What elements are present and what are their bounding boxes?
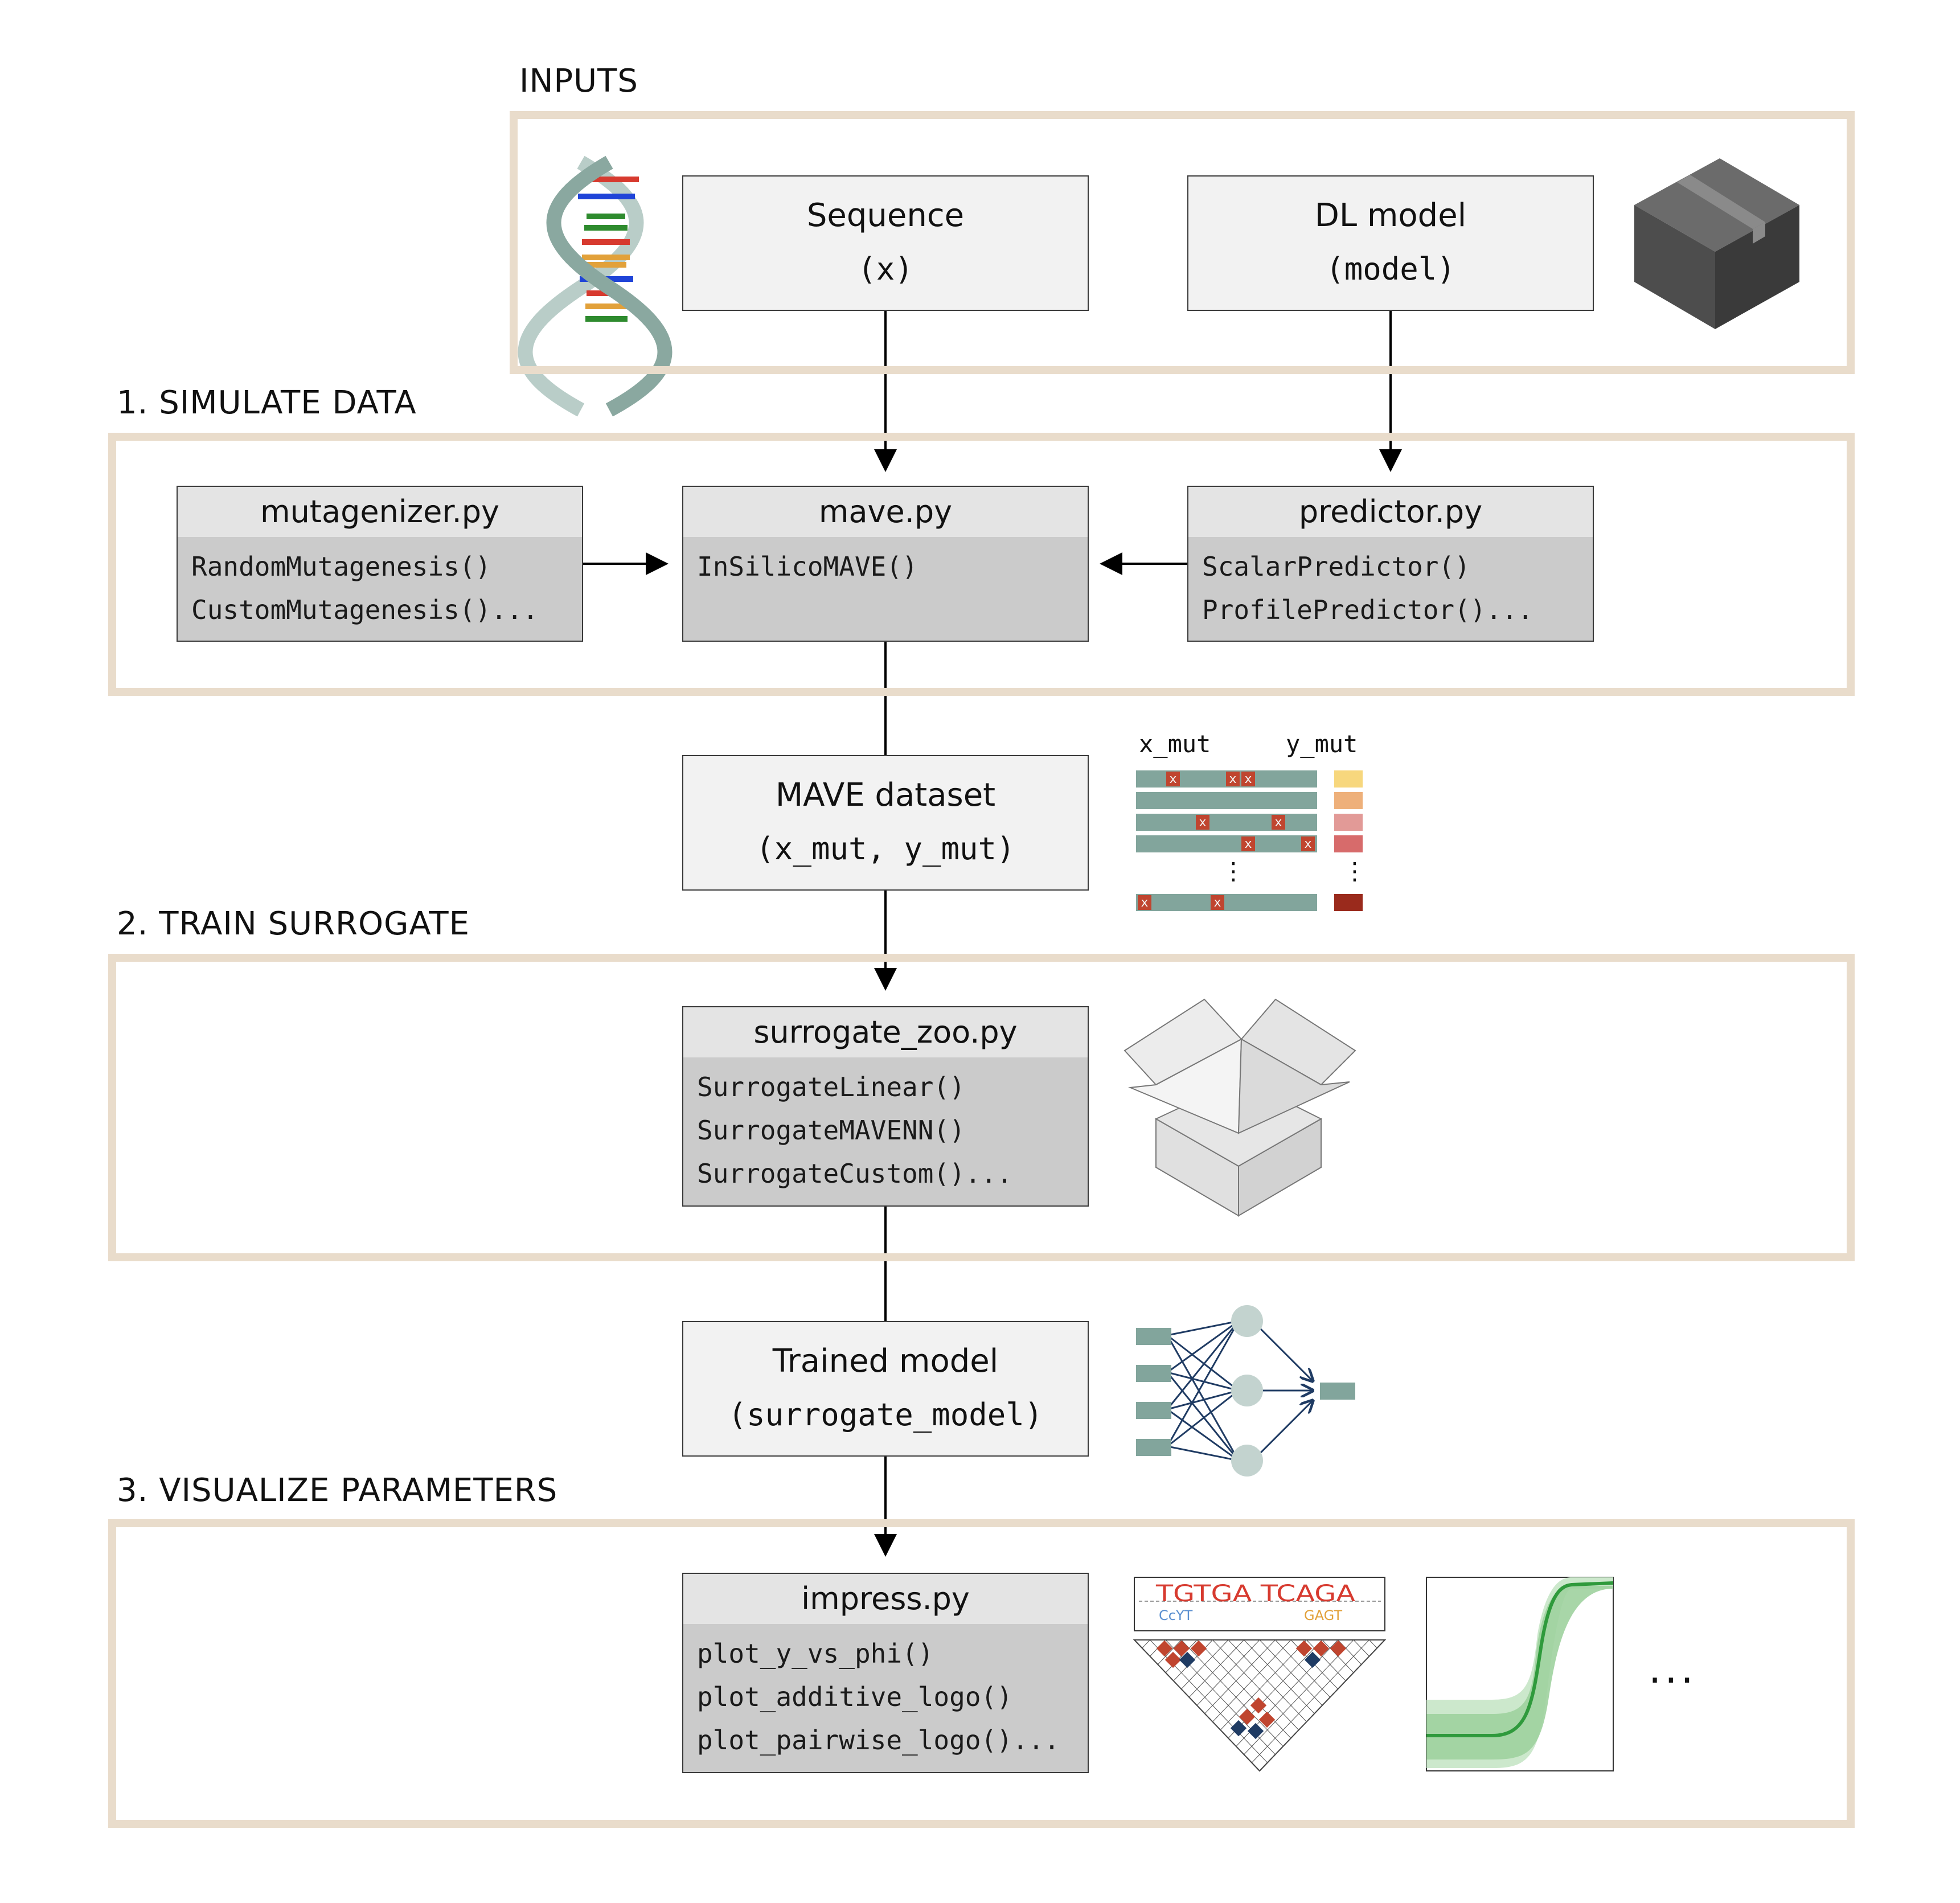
svg-text:CcYT: CcYT xyxy=(1159,1607,1193,1623)
svg-text:x: x xyxy=(1199,815,1206,830)
svg-text:GAGT: GAGT xyxy=(1304,1607,1342,1623)
surrogate-zoo-module[interactable]: surrogate_zoo.py SurrogateLinear() Surro… xyxy=(682,1006,1089,1207)
svg-text:x: x xyxy=(1304,837,1311,851)
trained-model-node[interactable]: Trained model (surrogate_model) xyxy=(682,1321,1089,1457)
section-label-visualize: 3. VISUALIZE PARAMETERS xyxy=(117,1472,558,1509)
svg-text:x: x xyxy=(1213,896,1221,910)
trained-model-code: (surrogate_model) xyxy=(728,1397,1043,1433)
dl-model-title: DL model xyxy=(1314,197,1467,234)
section-label-inputs: INPUTS xyxy=(519,63,638,100)
logo-letters: TGTGA TCAGA xyxy=(1155,1581,1356,1607)
mutagenizer-fn: CustomMutagenesis()... xyxy=(191,594,539,625)
predictor-fn: ScalarPredictor() xyxy=(1202,551,1470,582)
surrogate-zoo-name: surrogate_zoo.py xyxy=(683,1007,1088,1057)
svg-text:x: x xyxy=(1229,772,1236,786)
dl-model-code: (model) xyxy=(1326,251,1455,287)
y-mut-ellipsis: ⋮ xyxy=(1343,857,1367,885)
sequence-title: Sequence xyxy=(806,197,965,234)
impress-fn: plot_pairwise_logo()... xyxy=(697,1725,1060,1756)
predictor-name: predictor.py xyxy=(1188,487,1593,537)
open-box-icon xyxy=(1123,998,1356,1217)
predictor-module[interactable]: predictor.py ScalarPredictor() ProfilePr… xyxy=(1187,486,1594,642)
mutagenizer-fn: RandomMutagenesis() xyxy=(191,551,491,582)
x-mut-label: x_mut xyxy=(1139,730,1211,758)
y-mut-label: y_mut xyxy=(1286,730,1358,758)
impress-module[interactable]: impress.py plot_y_vs_phi() plot_additive… xyxy=(682,1573,1089,1773)
more-ellipsis: ... xyxy=(1649,1646,1697,1692)
surrogate-fn: SurrogateLinear() xyxy=(697,1072,965,1102)
section-label-simulate: 1. SIMULATE DATA xyxy=(117,384,417,421)
neural-network-icon xyxy=(1136,1305,1355,1477)
x-mut-ellipsis: ⋮ xyxy=(1221,857,1245,885)
dark-box-icon xyxy=(1634,158,1799,329)
svg-text:x: x xyxy=(1244,772,1252,786)
svg-text:x: x xyxy=(1169,772,1176,786)
mave-module[interactable]: mave.py InSilicoMAVE() xyxy=(682,486,1089,642)
mave-fn: InSilicoMAVE() xyxy=(697,551,918,582)
impress-fn: plot_additive_logo() xyxy=(697,1681,1012,1712)
connectors xyxy=(582,310,1402,1557)
svg-text:x: x xyxy=(1244,837,1252,851)
mave-dataset-node[interactable]: MAVE dataset (x_mut, y_mut) xyxy=(682,755,1089,891)
mave-name: mave.py xyxy=(683,487,1088,537)
mutagenizer-name: mutagenizer.py xyxy=(178,487,582,537)
surrogate-fn: SurrogateMAVENN() xyxy=(697,1115,965,1146)
pairwise-logo-icon: TGTGA TCAGA CcYT GAGT xyxy=(1133,1577,1387,1772)
inputs-frame xyxy=(510,111,1855,374)
impress-name: impress.py xyxy=(683,1574,1088,1624)
sigmoid-plot-icon xyxy=(1426,1577,1614,1771)
sequence-code: (x) xyxy=(858,251,913,287)
simulate-frame xyxy=(108,433,1855,696)
impress-fn: plot_y_vs_phi() xyxy=(697,1638,934,1669)
sequence-node[interactable]: Sequence (x) xyxy=(682,175,1089,311)
mave-dataset-title: MAVE dataset xyxy=(775,777,996,814)
mave-dataset-code: (x_mut, y_mut) xyxy=(756,831,1015,867)
svg-text:x: x xyxy=(1274,815,1282,830)
dl-model-node[interactable]: DL model (model) xyxy=(1187,175,1594,311)
predictor-fn: ProfilePredictor()... xyxy=(1202,594,1533,625)
mutagenizer-module[interactable]: mutagenizer.py RandomMutagenesis() Custo… xyxy=(177,486,583,642)
visualize-frame xyxy=(108,1519,1855,1828)
section-label-train: 2. TRAIN SURROGATE xyxy=(117,905,470,942)
train-frame xyxy=(108,954,1855,1261)
svg-text:x: x xyxy=(1141,896,1148,910)
trained-model-title: Trained model xyxy=(772,1343,999,1380)
surrogate-fn: SurrogateCustom()... xyxy=(697,1158,1012,1189)
